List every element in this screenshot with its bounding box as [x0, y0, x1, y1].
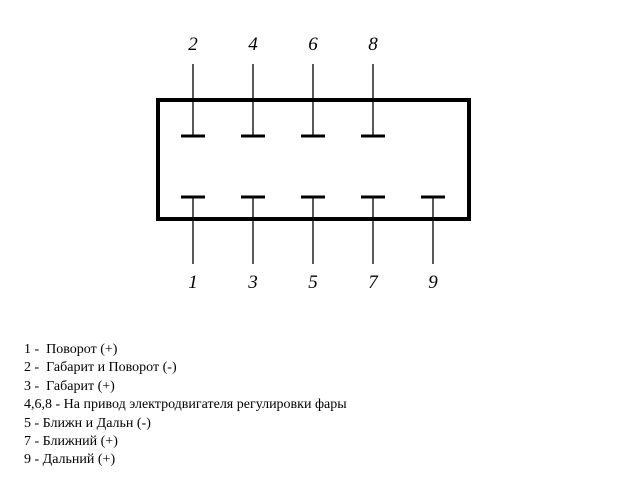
pin-label-1: 1	[188, 272, 198, 293]
legend-item-3: 3 - Габарит (+)	[24, 378, 115, 394]
pin-5	[301, 195, 325, 264]
pin-label-5: 5	[308, 272, 318, 293]
pin-3	[241, 195, 265, 264]
pin-4	[241, 64, 265, 138]
pin-label-2: 2	[188, 34, 198, 55]
pin-1	[181, 195, 205, 264]
pin-2	[181, 64, 205, 138]
pin-8	[361, 64, 385, 138]
pin-label-7: 7	[368, 272, 379, 293]
pin-6	[301, 64, 325, 138]
connector-pinout-diagram: 2 4 6 8 1 3 5 7 9	[156, 34, 471, 293]
pin-label-9: 9	[428, 272, 438, 293]
pin-7	[361, 195, 385, 264]
pin-label-3: 3	[247, 272, 258, 293]
legend-item-2: 2 - Габарит и Поворот (-)	[24, 360, 177, 376]
pin-label-6: 6	[308, 34, 318, 55]
legend-item-1: 1 - Поворот (+)	[24, 342, 118, 357]
pin-label-8: 8	[368, 34, 378, 55]
pin-label-4: 4	[248, 34, 258, 55]
legend-item-4-6-8: 4,6,8 - На привод электродвигателя регул…	[24, 397, 347, 413]
legend-item-9: 9 - Дальний (+)	[24, 452, 116, 468]
pin-legend: 1 - Поворот (+) 2 - Габарит и Поворот (-…	[24, 341, 347, 470]
legend-item-7: 7 - Ближний (+)	[24, 434, 118, 450]
legend-item-5: 5 - Ближн и Дальн (-)	[24, 415, 151, 431]
pin-9	[421, 195, 445, 264]
